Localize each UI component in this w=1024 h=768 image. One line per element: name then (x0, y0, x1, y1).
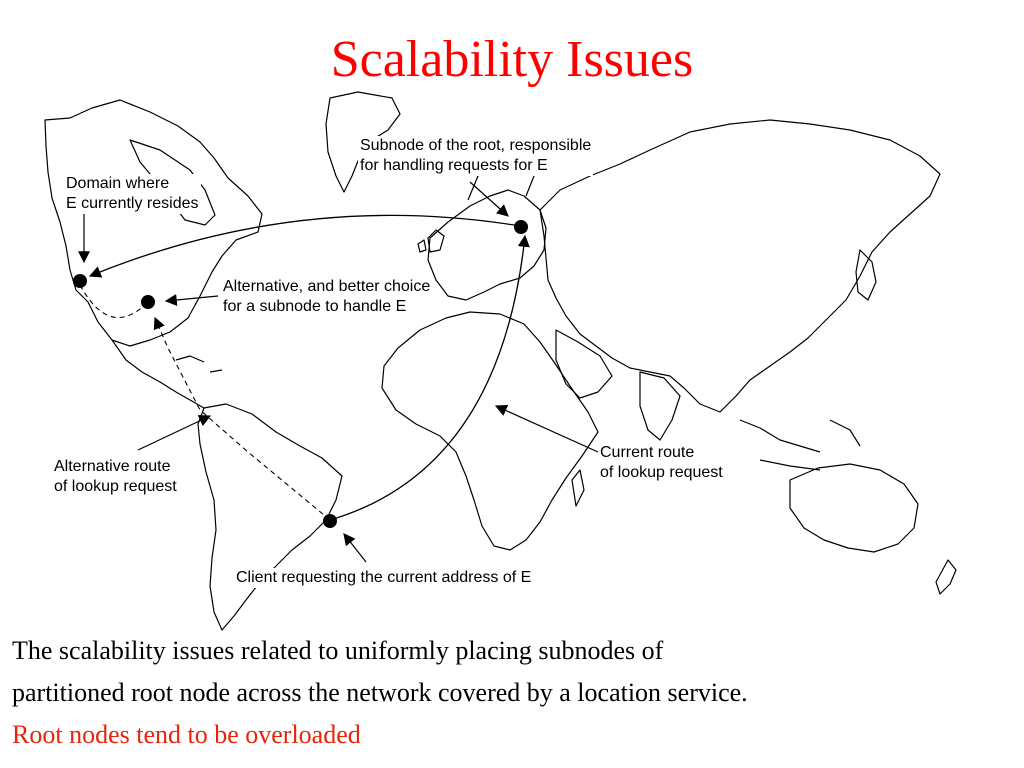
client-pointer-arrow (343, 533, 367, 563)
alternative-route-link (79, 284, 149, 318)
madagascar-outline (571, 469, 585, 507)
alternative-label-line1: Alternative, and better choice (223, 278, 431, 295)
body-line-2: partitioned root node across the network… (12, 678, 748, 707)
route-domain-to-subnode (88, 214, 521, 278)
japan-outline (855, 249, 877, 301)
slide-body: The scalability issues related to unifor… (12, 630, 1012, 756)
client-node (323, 514, 337, 528)
domain-side-return (80, 285, 148, 302)
alternative-route-label: Alternative route of lookup request (52, 457, 179, 497)
alt-route-label-line1: Alternative route (54, 458, 171, 475)
current-route-label-line2: of lookup request (600, 464, 723, 481)
new-zealand-outline (935, 559, 957, 595)
current-route-pointer-arrow (494, 404, 599, 453)
domain-label-line1: Domain where (66, 175, 170, 192)
alternative-subnode-label: Alternative, and better choice for a sub… (221, 277, 433, 317)
subnode-label-line2: for handling requests for E (360, 157, 548, 174)
india-outline (639, 371, 681, 441)
europe-outline (427, 189, 547, 301)
south-america-outline (197, 403, 343, 631)
caribbean-outline (175, 355, 223, 373)
root-subnode (514, 220, 528, 234)
alternative-route-line (153, 316, 331, 521)
africa-outline (381, 311, 599, 551)
australia-outline (789, 463, 919, 553)
alt-route-pointer-arrow (137, 415, 212, 451)
body-line-1: The scalability issues related to unifor… (12, 636, 664, 665)
domain-label: Domain where E currently resides (64, 174, 201, 214)
client-label: Client requesting the current address of… (234, 568, 534, 588)
subnode-label-line1: Subnode of the root, responsible (360, 137, 592, 154)
southeast-asia-islands-outline (739, 419, 861, 471)
current-route-label: Current route of lookup request (598, 443, 725, 483)
alternative-subnode (141, 295, 155, 309)
body-highlight: Root nodes tend to be overloaded (12, 720, 361, 749)
alternative-label-line2: for a subnode to handle E (223, 298, 407, 315)
arabia-outline (555, 329, 613, 399)
central-america-outline (111, 339, 205, 409)
domain-label-line2: E currently resides (66, 195, 199, 212)
alternative-pointer-arrow (164, 293, 219, 306)
slide-title: Scalability Issues (330, 31, 694, 88)
current-route-line (329, 234, 530, 521)
subnode-pointer-arrow (469, 181, 509, 217)
british-isles-outline (417, 229, 445, 253)
current-route-label-line1: Current route (600, 444, 695, 461)
subnode-label: Subnode of the root, responsible for han… (358, 136, 594, 176)
asia-outline (539, 119, 941, 413)
domain-node (73, 274, 87, 288)
north-america-outline (44, 99, 263, 347)
alt-route-label-line2: of lookup request (54, 478, 177, 495)
